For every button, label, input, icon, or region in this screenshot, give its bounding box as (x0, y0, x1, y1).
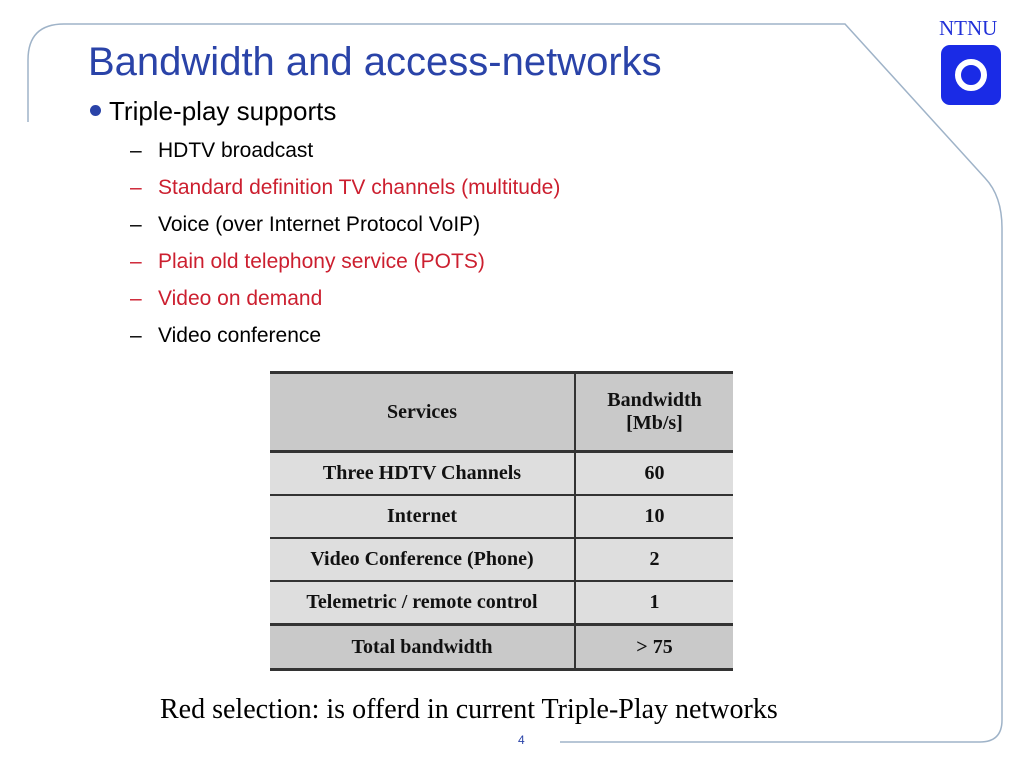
sub-bullet-item: –Plain old telephony service (POTS) (130, 247, 560, 284)
ntnu-logo-icon (941, 45, 1001, 105)
bandwidth-cell: 1 (575, 581, 733, 626)
sub-bullet-item: –Video conference (130, 321, 560, 358)
sub-bullet-text: HDTV broadcast (158, 139, 314, 162)
sub-bullet-text: Standard definition TV channels (multitu… (158, 176, 561, 199)
table-header-row: Services Bandwidth [Mb/s] (270, 371, 733, 453)
bandwidth-table: Services Bandwidth [Mb/s] Three HDTV Cha… (270, 371, 733, 671)
main-bullet: Triple-play supports (90, 96, 336, 127)
total-value-cell: > 75 (575, 623, 733, 671)
sub-bullet-text: Plain old telephony service (POTS) (158, 250, 485, 273)
dash-marker: – (130, 176, 142, 199)
sub-bullet-item: –Standard definition TV channels (multit… (130, 173, 560, 210)
table-row: Telemetric / remote control 1 (270, 581, 733, 626)
table-row: Internet 10 (270, 495, 733, 540)
dash-marker: – (130, 287, 142, 310)
total-label-cell: Total bandwidth (270, 623, 576, 671)
bandwidth-header-line2: [Mb/s] (626, 412, 683, 434)
service-cell: Telemetric / remote control (270, 581, 576, 626)
service-cell: Internet (270, 495, 576, 540)
table-row: Three HDTV Channels 60 (270, 451, 733, 497)
dash-marker: – (130, 139, 142, 162)
sub-bullet-item: –Voice (over Internet Protocol VoIP) (130, 210, 560, 247)
sub-bullet-text: Video on demand (158, 287, 323, 310)
slide-title: Bandwidth and access-networks (88, 40, 662, 84)
sub-bullet-list: –HDTV broadcast –Standard definition TV … (130, 136, 560, 358)
sub-bullet-text: Voice (over Internet Protocol VoIP) (158, 213, 481, 236)
sub-bullet-item: –Video on demand (130, 284, 560, 321)
services-header: Services (270, 371, 576, 453)
bandwidth-cell: 60 (575, 451, 733, 497)
table-row: Video Conference (Phone) 2 (270, 538, 733, 583)
main-bullet-text: Triple-play supports (109, 96, 337, 126)
service-cell: Video Conference (Phone) (270, 538, 576, 583)
bandwidth-header-line1: Bandwidth (607, 389, 702, 411)
slide-caption: Red selection: is offerd in current Trip… (160, 694, 778, 725)
dash-marker: – (130, 324, 142, 347)
page-number: 4 (518, 733, 525, 747)
bandwidth-header: Bandwidth [Mb/s] (575, 371, 733, 453)
ntnu-logo-text: NTNU (939, 16, 998, 40)
dash-marker: – (130, 213, 142, 236)
bullet-dot-icon (90, 105, 101, 116)
sub-bullet-text: Video conference (158, 324, 322, 347)
sub-bullet-item: –HDTV broadcast (130, 136, 560, 173)
table-footer-row: Total bandwidth > 75 (270, 623, 733, 671)
bandwidth-cell: 10 (575, 495, 733, 540)
service-cell: Three HDTV Channels (270, 451, 576, 497)
bandwidth-cell: 2 (575, 538, 733, 583)
dash-marker: – (130, 250, 142, 273)
